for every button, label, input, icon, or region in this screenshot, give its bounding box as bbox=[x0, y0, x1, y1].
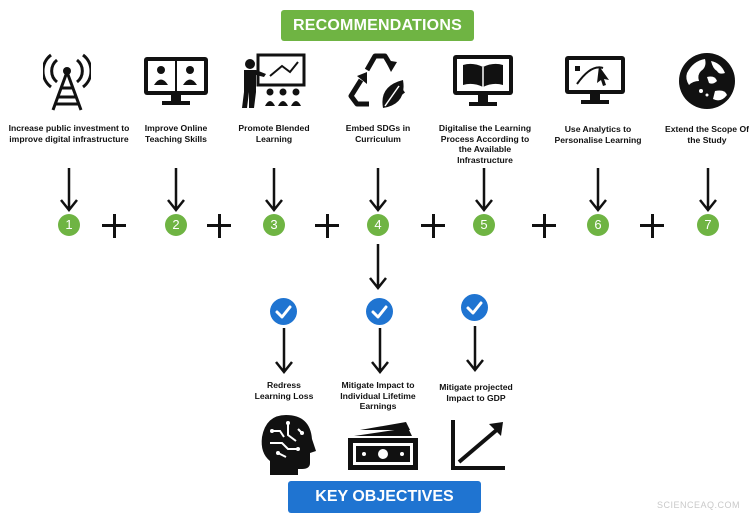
step-number-7: 7 bbox=[697, 214, 719, 236]
arrow-down bbox=[265, 168, 283, 212]
arrow-down bbox=[466, 326, 484, 372]
arrow-down bbox=[699, 168, 717, 212]
arrow-down bbox=[369, 168, 387, 212]
teacher-classroom-icon bbox=[242, 53, 306, 108]
brain-head-icon bbox=[261, 415, 316, 475]
plus-icon bbox=[532, 214, 556, 238]
arrow-down bbox=[589, 168, 607, 212]
step-number-2: 2 bbox=[165, 214, 187, 236]
step-number-5: 5 bbox=[473, 214, 495, 236]
signal-tower-icon bbox=[43, 53, 91, 111]
step-number-3: 3 bbox=[263, 214, 285, 236]
arrow-down bbox=[371, 328, 389, 374]
plus-icon bbox=[102, 214, 126, 238]
key-objectives-banner: KEY OBJECTIVES bbox=[288, 481, 481, 513]
video-call-monitor-icon bbox=[144, 57, 208, 105]
recommendation-label-6: Use Analytics to Personalise Learning bbox=[554, 124, 642, 145]
arrow-down bbox=[275, 328, 293, 374]
check-icon bbox=[269, 298, 297, 325]
arrow-down bbox=[475, 168, 493, 212]
money-stack-icon bbox=[348, 422, 418, 470]
objective-label-1: Redress Learning Loss bbox=[254, 380, 314, 401]
plus-icon bbox=[640, 214, 664, 238]
check-icon bbox=[460, 294, 488, 321]
recommendations-banner: RECOMMENDATIONS bbox=[281, 10, 474, 41]
step-number-6: 6 bbox=[587, 214, 609, 236]
check-icon bbox=[365, 298, 393, 325]
recommendation-label-3: Promote Blended Learning bbox=[238, 123, 310, 144]
plus-icon bbox=[207, 214, 231, 238]
recommendation-label-2: Improve Online Teaching Skills bbox=[144, 123, 208, 144]
plus-icon bbox=[421, 214, 445, 238]
globe-icon bbox=[679, 53, 735, 109]
recommendation-label-1: Increase public investment to improve di… bbox=[8, 123, 130, 144]
plus-icon bbox=[315, 214, 339, 238]
arrow-down bbox=[167, 168, 185, 212]
analytics-monitor-icon bbox=[565, 56, 625, 104]
arrow-down bbox=[369, 244, 387, 290]
recycle-leaf-icon bbox=[348, 53, 405, 108]
book-monitor-icon bbox=[453, 55, 513, 106]
step-number-4: 4 bbox=[367, 214, 389, 236]
watermark: SCIENCEAQ.COM bbox=[656, 500, 740, 510]
growth-chart-icon bbox=[451, 420, 505, 470]
recommendation-label-5: Digitalise the Learning Process Accordin… bbox=[438, 123, 532, 165]
objective-label-2: Mitigate Impact to Individual Lifetime E… bbox=[340, 380, 416, 411]
step-number-1: 1 bbox=[58, 214, 80, 236]
recommendation-label-4: Embed SDGs in Curriculum bbox=[345, 123, 411, 144]
objective-label-3: Mitigate projected Impact to GDP bbox=[439, 382, 513, 403]
recommendation-label-7: Extend the Scope Of the Study bbox=[664, 124, 750, 145]
arrow-down bbox=[60, 168, 78, 212]
